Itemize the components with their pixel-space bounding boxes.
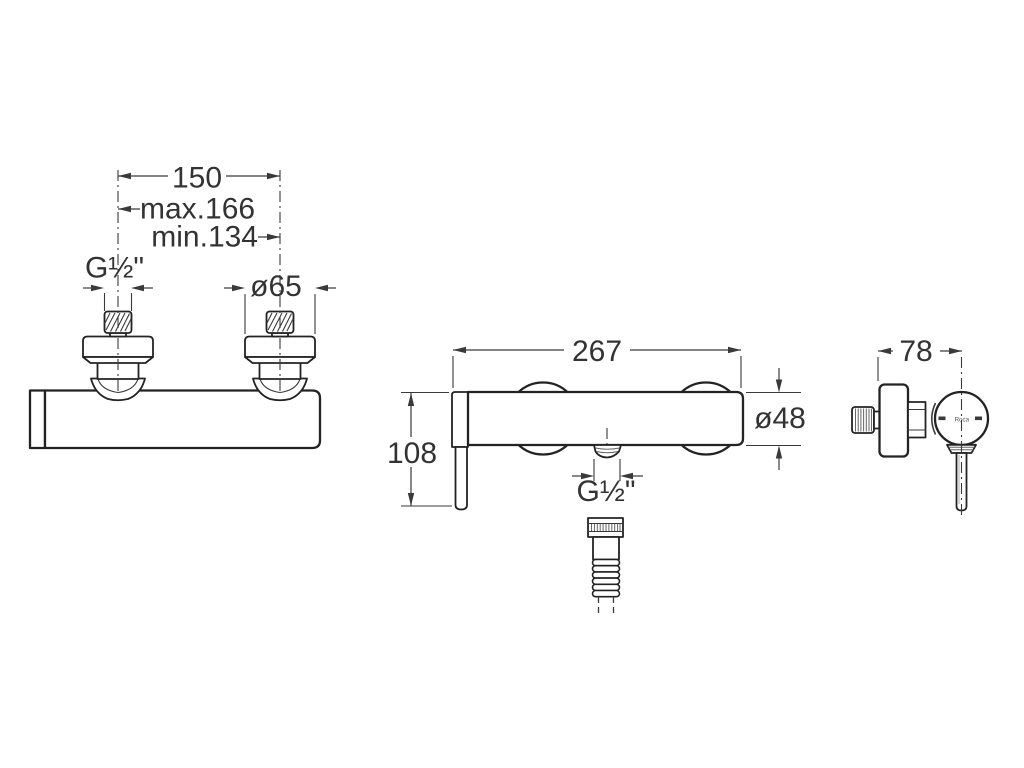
hose-ribs xyxy=(591,558,621,598)
dimension-108: 108 xyxy=(387,391,452,507)
arrowhead xyxy=(232,284,245,292)
dimension-267: 267 xyxy=(452,335,742,388)
dim-150-label: 150 xyxy=(172,162,222,195)
dim-o48-label: ø48 xyxy=(754,402,806,435)
arrowhead xyxy=(728,346,741,354)
stud-knurling xyxy=(855,408,872,432)
arrowhead xyxy=(118,205,131,213)
cap-centerline-dash-left xyxy=(938,416,946,421)
dimension-inlet-thread: G½" xyxy=(83,252,153,311)
side-view: Roca 78 xyxy=(851,335,990,517)
valve-body-side xyxy=(907,401,927,439)
dim-g12-top-label: G½" xyxy=(85,252,144,285)
arrowhead xyxy=(407,393,415,406)
dim-108-label: 108 xyxy=(387,437,437,470)
outlet-shading xyxy=(595,447,620,454)
outlet-dome xyxy=(593,444,622,459)
arrowhead xyxy=(878,347,891,355)
arrowhead xyxy=(267,233,280,241)
arrowhead xyxy=(775,445,783,459)
arrowhead xyxy=(407,493,415,506)
dimension-flange-diameter: ø65 xyxy=(224,270,336,334)
arrowhead xyxy=(453,346,466,354)
dimension-body-diameter: ø48 xyxy=(746,368,806,470)
outlet-connection xyxy=(593,428,622,459)
dimension-min-134: min.134 xyxy=(151,221,280,254)
arrowhead xyxy=(118,172,131,180)
lever-handle-base xyxy=(451,391,469,448)
dim-267-label: 267 xyxy=(572,335,622,368)
dimension-max-166: max.166 xyxy=(118,193,255,226)
arrowhead xyxy=(267,172,280,180)
arrowhead xyxy=(775,379,783,393)
hose-nut-knurling xyxy=(591,524,621,531)
thread-hatching xyxy=(266,312,294,332)
body-crescent-edge xyxy=(930,402,937,435)
mixer-body-bar xyxy=(43,389,322,450)
connector-skirt-inner-arc xyxy=(259,378,301,394)
cap-centerline-dash-right xyxy=(975,416,982,421)
top-view: 150 max.166 min.134 G½" xyxy=(28,162,336,450)
dimension-outlet-thread: G½" xyxy=(572,459,643,508)
arrowhead xyxy=(131,284,144,292)
arrowhead xyxy=(315,284,328,292)
arrowhead xyxy=(949,347,962,355)
dim-max166-label: max.166 xyxy=(140,193,255,226)
arrowhead xyxy=(620,472,633,480)
arrowhead xyxy=(581,472,594,480)
lever-handle-rod xyxy=(454,446,468,511)
dimension-78: 78 xyxy=(877,335,962,381)
front-view: 267 108 ø48 xyxy=(387,335,806,613)
mixer-body-bar xyxy=(466,390,745,447)
connector-skirt-inner-arc xyxy=(97,378,139,394)
body-end-cap xyxy=(28,389,47,450)
dim-78-label: 78 xyxy=(899,335,932,368)
brand-logo: Roca xyxy=(955,417,970,424)
arrowhead xyxy=(91,284,104,292)
dimension-150: 150 xyxy=(118,162,280,195)
dim-min134-label: min.134 xyxy=(151,221,258,254)
shower-hose-connector xyxy=(587,517,624,613)
thread-hatching xyxy=(104,312,132,332)
wall-flange-side xyxy=(878,383,910,458)
dim-g12-front-label: G½" xyxy=(576,475,635,508)
lever-rod-side xyxy=(955,452,968,512)
dim-o65-label: ø65 xyxy=(250,270,302,303)
hose-ferrule xyxy=(592,536,620,561)
